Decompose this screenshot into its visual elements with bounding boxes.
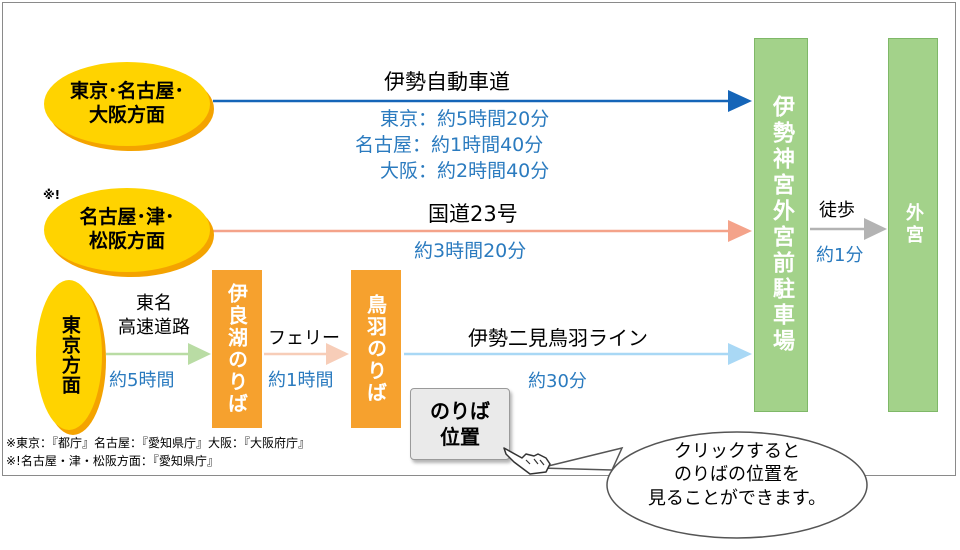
walk-arrow [810,218,887,240]
ferry-arrow [264,343,349,365]
walk-label: 徒歩 [819,200,855,221]
origin-label-1: 東京･名古屋･ 大阪方面 [69,80,184,126]
route2-time: 約3時間20分 [414,240,527,262]
route1-time-tokyo: 東京：約5時間20分 [380,108,550,130]
origin-oval-3: 東京方面 [36,280,102,430]
origin-label-2: 名古屋･津･ 松阪方面 [79,206,175,252]
boarding-location-button[interactable]: のりば 位置 [410,388,510,460]
footnote-2: ※!名古屋・津・松阪方面：『愛知県庁』 [6,454,219,468]
origin-oval-1: 東京･名古屋･ 大阪方面 [44,62,210,146]
highway-arrow [106,343,211,365]
irago-port-box: 伊良湖のりば [212,270,262,428]
toba-port-box: 鳥羽のりば [351,270,401,428]
boarding-location-button-label: のりば 位置 [430,399,490,449]
route3-arrow [404,343,752,365]
destination-box: 外宮 [888,38,938,412]
balloon-text: クリックすると のりばの位置を 見ることができます。 [647,441,827,509]
route1-time-nagoya: 名古屋：約1時間40分 [355,134,544,156]
hand-pointer-icon [503,447,551,475]
parking-box: 伊勢神宮外宮前駐車場 [754,38,808,412]
route1-name: 伊勢自動車道 [384,70,510,94]
speech-balloon-shape [539,431,868,539]
footnote-1: ※東京：『都庁』名古屋：『愛知県庁』大阪：『大阪府庁』 [6,436,311,450]
origin-label-3: 東京方面 [58,315,81,395]
ferry-label: フェリー [268,328,340,349]
highway-label: 東名 高速道路 [118,293,190,339]
diagram-frame [2,2,956,476]
route1-arrow [213,90,752,112]
ferry-time: 約1時間 [268,370,334,391]
route2-name: 国道23号 [428,202,518,226]
route3-line-time: 約30分 [528,371,587,392]
toba-port-label: 鳥羽のりば [363,294,388,404]
origin2-note-mark: ※! [43,188,61,202]
parking-label: 伊勢神宮外宮前駐車場 [769,95,794,355]
walk-time: 約1分 [816,245,864,266]
highway-time: 約5時間 [109,370,175,391]
origin-oval-2: 名古屋･津･ 松阪方面 [44,188,210,272]
route3-line-name: 伊勢二見鳥羽ライン [468,326,648,350]
route2-arrow [213,220,752,242]
route1-time-osaka: 大阪：約2時間40分 [380,160,550,182]
irago-port-label: 伊良湖のりば [224,283,249,415]
destination-label: 外宮 [903,203,924,247]
